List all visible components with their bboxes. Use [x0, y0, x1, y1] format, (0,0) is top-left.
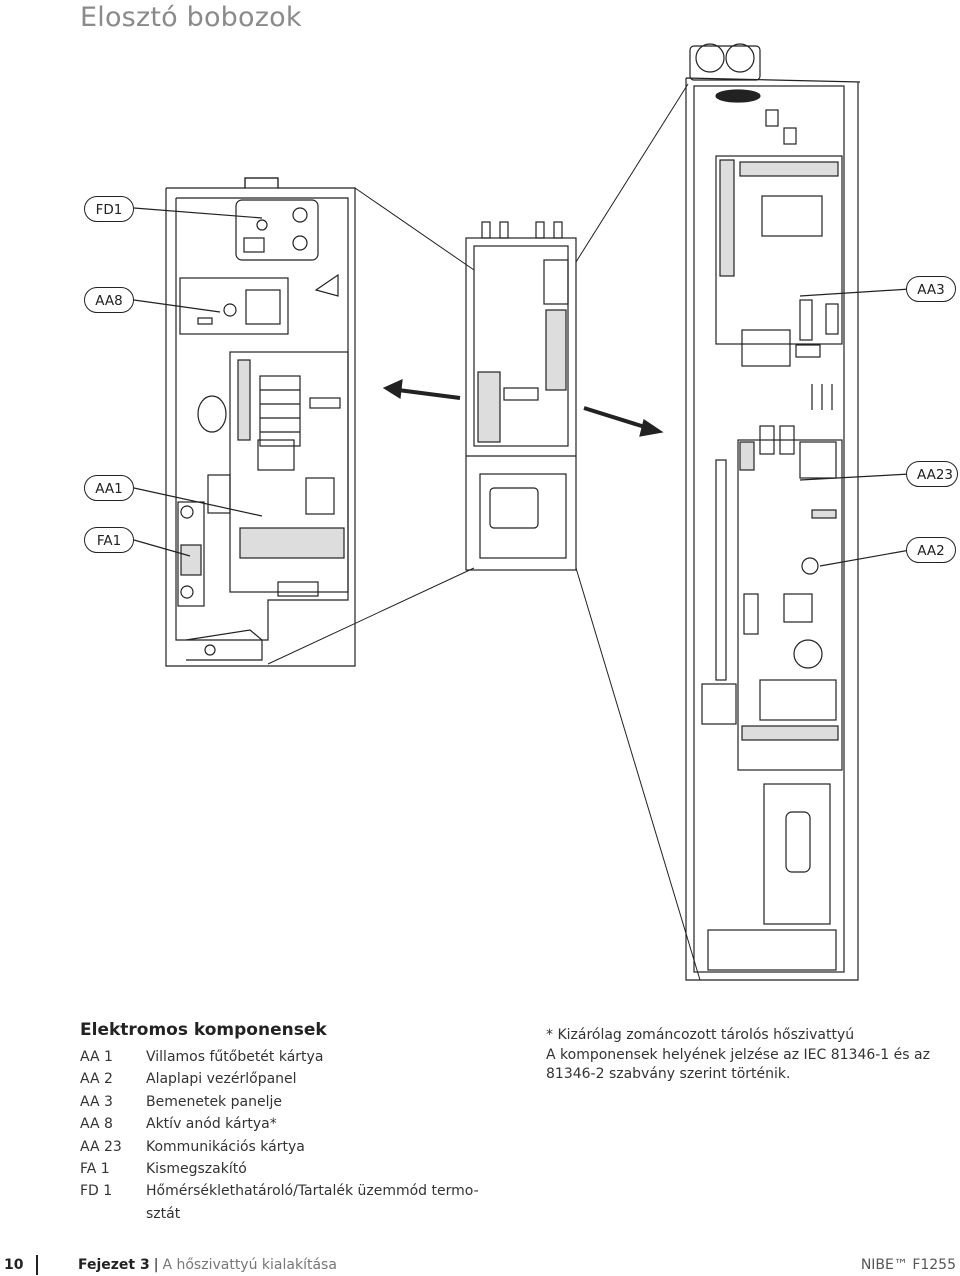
- right-box-outline: [685, 43, 861, 981]
- callout-fd1: FD1: [84, 196, 134, 222]
- legend-desc: Alaplapi vezérlőpanel: [146, 1071, 297, 1088]
- legend-item: AA 1 Villamos fűtőbetét kártya: [80, 1046, 510, 1068]
- legend-desc: Villamos fűtőbetét kártya: [146, 1049, 324, 1065]
- brand-label: NIBE™ F1255: [860, 1257, 956, 1273]
- page-footer: 10 Fejezet 3|A hőszivattyú kialakítása N…: [0, 1249, 960, 1276]
- callout-aa8: AA8: [84, 287, 134, 313]
- input-card-aa3: [715, 155, 843, 410]
- legend-item: AA 23 Kommunikációs kártya: [80, 1136, 510, 1158]
- legend-code: AA 1: [80, 1049, 113, 1065]
- chapter-separator: |: [153, 1257, 159, 1273]
- legend-desc: Kommunikációs kártya: [146, 1138, 305, 1155]
- footer-rule: [36, 1255, 38, 1275]
- callout-aa2: AA2: [906, 537, 956, 563]
- chapter-label: Fejezet 3: [78, 1257, 150, 1273]
- legend-item: FA 1 Kismegszakító: [80, 1158, 510, 1180]
- arrow-left: [382, 379, 461, 400]
- heat-pump-unit: [465, 221, 577, 571]
- legend-item: FD 1 Hőmérséklethatároló/Tartalék üzemmód…: [80, 1180, 510, 1225]
- legend-code: FA 1: [80, 1161, 110, 1178]
- legend-code: AA 2: [80, 1071, 113, 1088]
- legend-desc: Kismegszakító: [146, 1161, 247, 1178]
- legend-heading: Elektromos komponensek: [80, 1020, 327, 1040]
- note-enamel: * Kizárólag zománcozott tárolós hőszivat…: [546, 1027, 855, 1043]
- legend-code: AA 23: [80, 1138, 122, 1155]
- legend-desc: Bemenetek panelje: [146, 1093, 282, 1110]
- page-number: 10: [4, 1257, 24, 1273]
- lower-compartment: [707, 783, 837, 971]
- page-title: Elosztó bobozok: [80, 2, 302, 33]
- callout-leaders: [133, 207, 911, 567]
- legend-code: FD 1: [80, 1183, 113, 1200]
- arrow-right: [583, 406, 664, 437]
- note-standard: A komponensek helyének jelzése az IEC 81…: [546, 1046, 930, 1083]
- callout-fa1: FA1: [84, 527, 134, 553]
- distribution-box-drawing: [133, 43, 911, 981]
- legend-item: AA 8 Aktív anód kártya*: [80, 1113, 510, 1135]
- zoom-lines-left: [267, 83, 701, 981]
- callout-aa1: AA1: [84, 475, 134, 501]
- heater-card-aa1: [177, 351, 349, 661]
- main-board-aa2: [701, 425, 843, 771]
- thermostat-fd1: [235, 199, 319, 261]
- anode-card-aa8: [179, 273, 339, 335]
- legend-item: AA 3 Bemenetek panelje: [80, 1091, 510, 1113]
- chapter-title: A hőszivattyú kialakítása: [162, 1257, 337, 1273]
- legend-item: AA 2 Alaplapi vezérlőpanel: [80, 1068, 510, 1090]
- legend-code: AA 3: [80, 1093, 113, 1110]
- legend-desc: Aktív anód kártya*: [146, 1116, 277, 1133]
- notes: * Kizárólag zománcozott tárolós hőszivat…: [546, 1026, 960, 1085]
- callout-aa3: AA3: [906, 276, 956, 302]
- legend-code: AA 8: [80, 1116, 113, 1133]
- components-legend: Elektromos komponensek AA 1 Villamos fűtő…: [80, 1020, 510, 1225]
- callout-aa23: AA23: [906, 461, 958, 487]
- left-box-outline: [165, 177, 356, 667]
- legend-desc: Hőmérséklethatároló/Tartalék üzemmód ter…: [146, 1183, 479, 1222]
- chapter-ref: Fejezet 3|A hőszivattyú kialakítása: [78, 1257, 337, 1273]
